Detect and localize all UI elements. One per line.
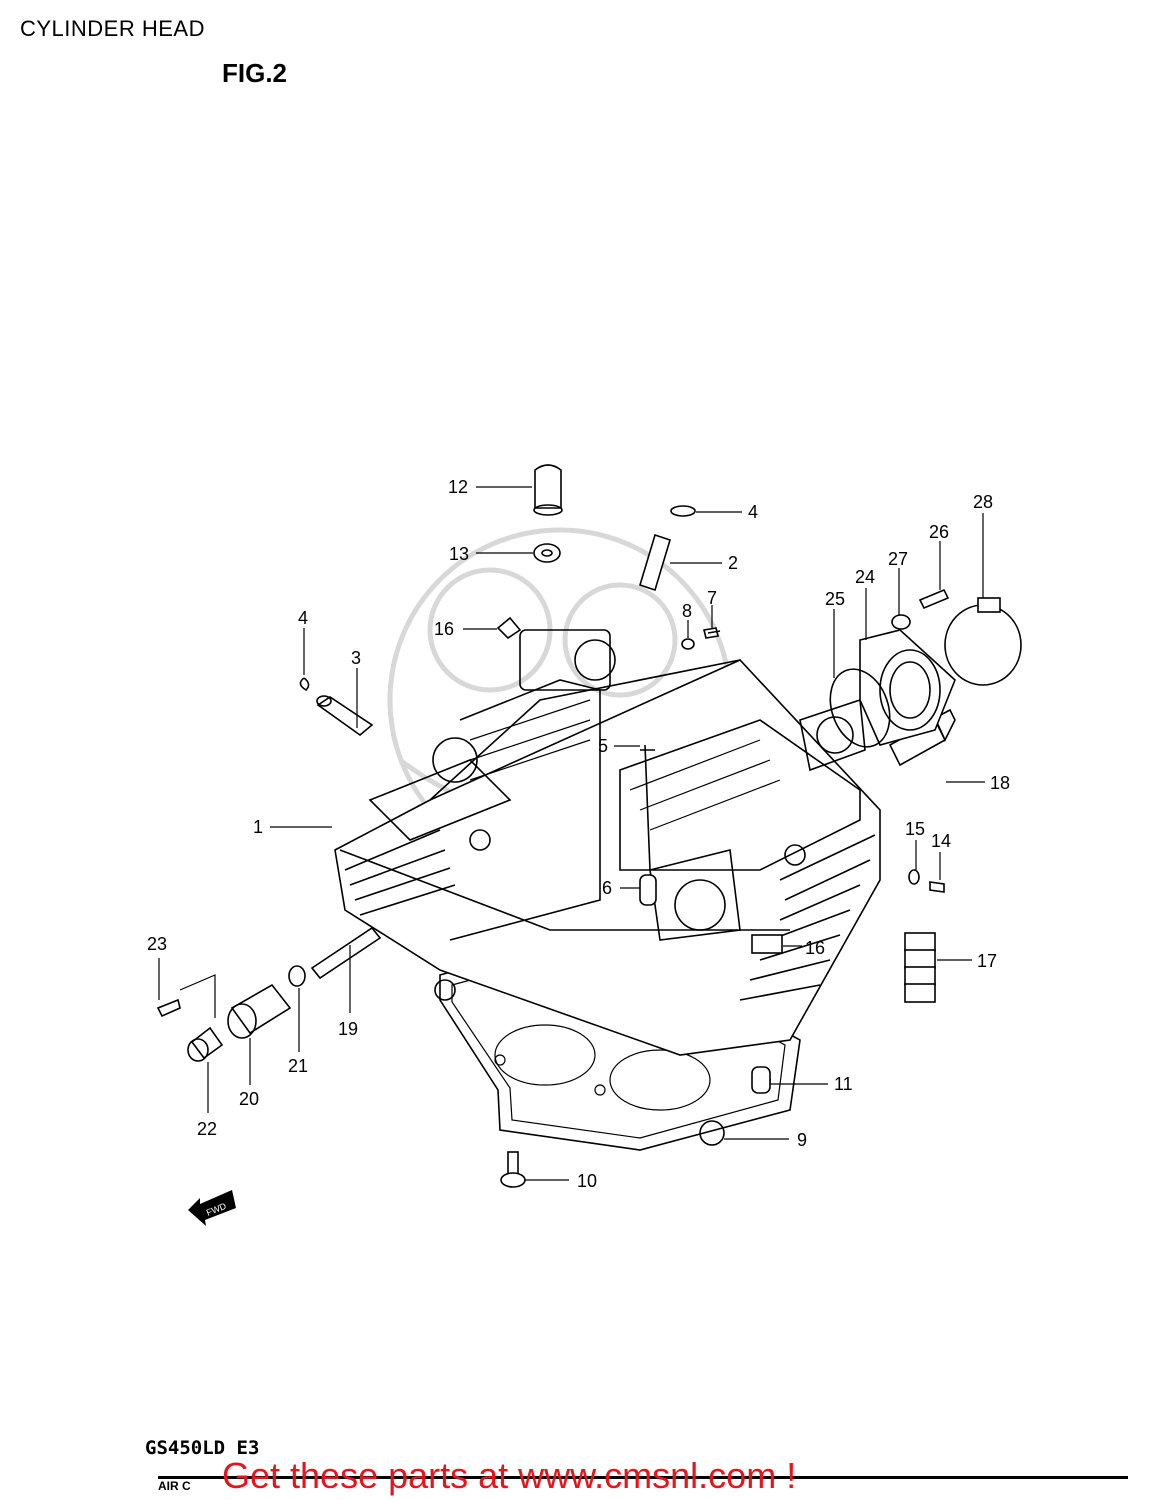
callout-9: 9 xyxy=(797,1130,807,1150)
callout-8: 8 xyxy=(682,601,692,621)
clip-right xyxy=(751,934,783,954)
cap-nut xyxy=(533,464,563,516)
long-bolt xyxy=(640,744,655,871)
rubber-stoppers xyxy=(904,932,936,1003)
footer-rule xyxy=(158,1476,1128,1479)
o-ring xyxy=(829,668,891,748)
cmsnl-link[interactable]: Get these parts at www.cmsnl.com ! xyxy=(222,1455,797,1496)
clip xyxy=(496,616,522,640)
model-code: GS450LD E3 xyxy=(145,1437,260,1459)
screw xyxy=(929,881,945,893)
callout-13: 13 xyxy=(449,544,469,564)
dowel-pin xyxy=(639,874,657,906)
washer-small xyxy=(681,638,695,650)
callout-6: 6 xyxy=(602,878,612,898)
leader-lines xyxy=(158,486,985,1181)
footer-cut-text: AIR C xyxy=(158,1479,191,1493)
callout-21: 21 xyxy=(288,1056,308,1076)
callout-22: 22 xyxy=(197,1119,217,1139)
page-title: CYLINDER HEAD xyxy=(20,16,205,41)
washer-27 xyxy=(891,614,911,630)
callout-20: 20 xyxy=(239,1089,259,1109)
valve-guide-left xyxy=(316,695,374,737)
cylinder-head xyxy=(334,629,881,1056)
callout-10: 10 xyxy=(577,1171,597,1191)
callout-26: 26 xyxy=(929,522,949,542)
figure-label: FIG.2 xyxy=(222,58,288,88)
callout-1: 1 xyxy=(253,817,263,837)
callout-14: 14 xyxy=(931,831,951,851)
callout-23: 23 xyxy=(147,934,167,954)
callout-16: 16 xyxy=(434,619,454,639)
bolt xyxy=(703,627,721,639)
valve-guide xyxy=(639,533,671,592)
circlip xyxy=(299,677,310,692)
callout-24: 24 xyxy=(855,567,875,587)
tachometer-drive xyxy=(156,926,382,1062)
callout-4-left: 4 xyxy=(298,608,308,628)
lock-washer xyxy=(908,869,920,885)
hose-clamp xyxy=(944,597,1022,686)
callout-2: 2 xyxy=(728,553,738,573)
callout-15: 15 xyxy=(905,819,925,839)
callout-16-right: 16 xyxy=(805,938,825,958)
callout-18: 18 xyxy=(990,773,1010,793)
callout-19: 19 xyxy=(338,1019,358,1039)
dowel-pin-gasket xyxy=(751,1066,771,1094)
callout-25: 25 xyxy=(825,589,845,609)
callout-11: 11 xyxy=(834,1074,853,1094)
intake-pipe xyxy=(859,629,956,746)
callout-12: 12 xyxy=(448,477,468,497)
cylinder-bolt xyxy=(500,1151,526,1188)
callout-27: 27 xyxy=(888,549,908,569)
callout-7: 7 xyxy=(707,588,717,608)
callout-5: 5 xyxy=(598,736,608,756)
screw-26 xyxy=(918,588,950,610)
callout-4: 4 xyxy=(748,502,758,522)
washer xyxy=(533,543,561,563)
fwd-arrow: FWD xyxy=(188,1190,236,1226)
callout-17: 17 xyxy=(977,951,997,971)
circlip xyxy=(670,505,696,517)
callout-28: 28 xyxy=(973,492,993,512)
callout-3: 3 xyxy=(351,648,361,668)
